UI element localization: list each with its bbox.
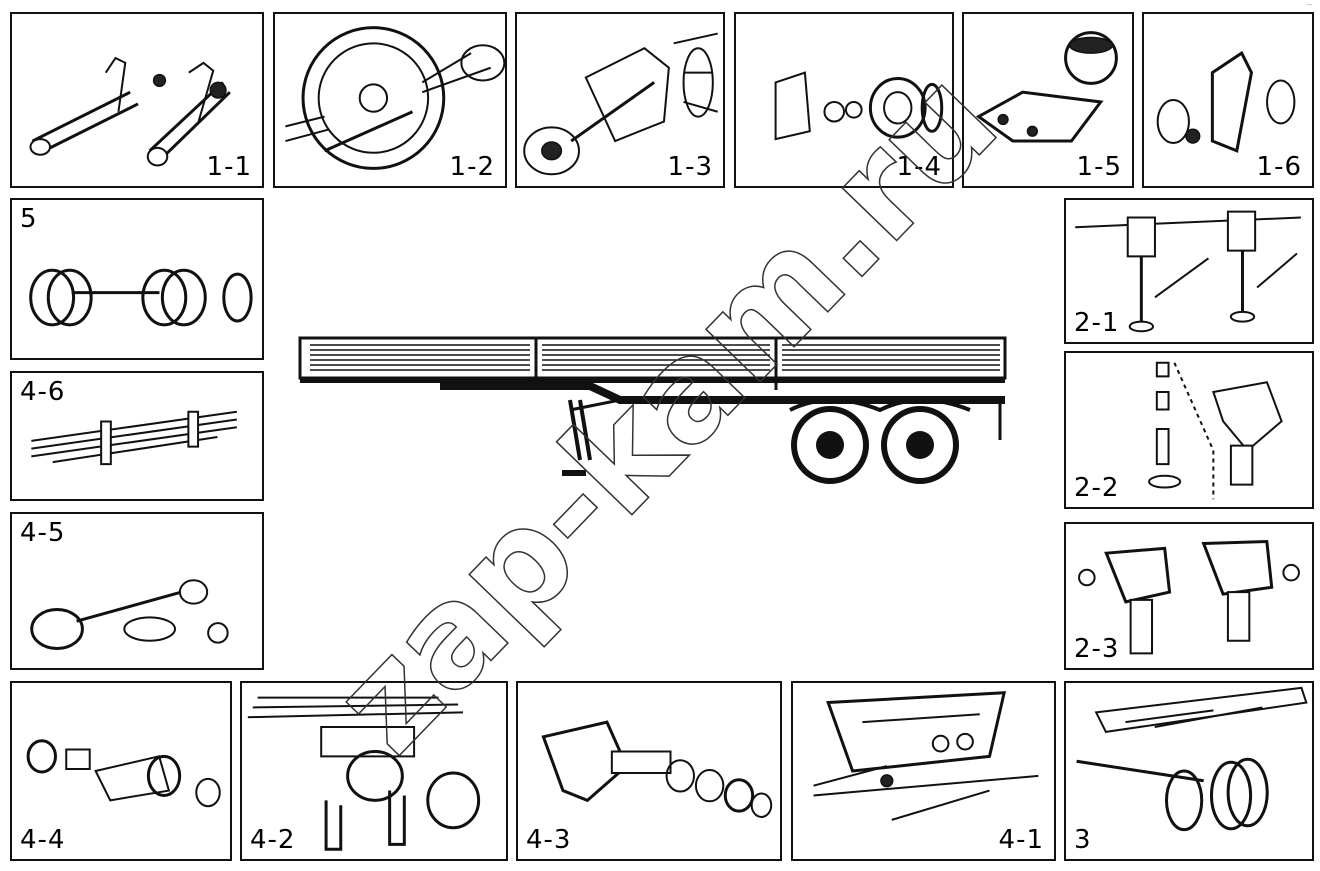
panel-label: 4-6 [20, 377, 66, 407]
panel-4-4[interactable]: 4-4 [10, 681, 232, 861]
panel-4-3[interactable]: 4-3 [516, 681, 782, 861]
spring-u-bolts-illustration [242, 683, 506, 859]
panel-4-5[interactable]: 4-5 [10, 512, 264, 670]
panel-label: 2-1 [1074, 308, 1120, 338]
panel-label: 1-6 [1256, 152, 1302, 182]
panel-4-6[interactable]: 4-6 [10, 371, 264, 501]
panel-4-1[interactable]: 4-1 [791, 681, 1056, 861]
hub-brake-assembly-illustration [517, 14, 723, 186]
panel-label: 4-4 [20, 825, 66, 855]
panel-2-3[interactable]: 2-3 [1064, 522, 1314, 670]
panel-1-5[interactable]: 1-5 [962, 12, 1134, 188]
adjuster-lever-illustration [1144, 14, 1312, 186]
panel-label: 4-3 [526, 825, 572, 855]
panel-2-1[interactable]: 2-1 [1064, 198, 1314, 344]
panel-3[interactable]: 3 [1064, 681, 1314, 861]
panel-label: 1-2 [449, 152, 495, 182]
panel-1-4[interactable]: 1-4 [734, 12, 954, 188]
panel-label: 5 [20, 204, 38, 234]
landing-leg-parts-illustration [1066, 353, 1312, 507]
panel-label: 4-5 [20, 518, 66, 548]
brake-drum-illustration [275, 14, 505, 186]
trailer-illustration [290, 330, 1020, 490]
panel-label: 2-2 [1074, 473, 1120, 503]
panel-1-1[interactable]: 1-1 [10, 12, 264, 188]
axle-beams-illustration [12, 14, 262, 186]
panel-label: 2-3 [1074, 634, 1120, 664]
panel-1-2[interactable]: 1-2 [273, 12, 507, 188]
panel-label: 1-1 [206, 152, 252, 182]
frame-bogie-illustration [1066, 683, 1312, 859]
panel-label: 3 [1074, 825, 1092, 855]
panel-5[interactable]: 5 [10, 198, 264, 360]
panel-1-6[interactable]: 1-6 [1142, 12, 1314, 188]
panel-4-2[interactable]: 4-2 [240, 681, 508, 861]
bushing-parts-illustration [12, 683, 230, 859]
panel-label: 1-3 [667, 152, 713, 182]
brake-chamber-bracket-illustration [964, 14, 1132, 186]
panel-1-3[interactable]: 1-3 [515, 12, 725, 188]
panel-label: 1-4 [896, 152, 942, 182]
landing-gear-illustration [1066, 200, 1312, 342]
panel-label: 4-2 [250, 825, 296, 855]
panel-label: 1-5 [1076, 152, 1122, 182]
balancer-bracket-illustration [793, 683, 1054, 859]
leaf-spring-illustration [12, 373, 262, 499]
spring-bracket-illustration [518, 683, 780, 859]
panel-label: 4-1 [998, 825, 1044, 855]
torque-rod-illustration [12, 514, 262, 668]
landing-leg-housings-illustration [1066, 524, 1312, 668]
wheels-illustration [12, 200, 262, 358]
panel-2-2[interactable]: 2-2 [1064, 351, 1314, 509]
hub-bearings-illustration [736, 14, 952, 186]
corner-mark: ... [1306, 0, 1312, 7]
